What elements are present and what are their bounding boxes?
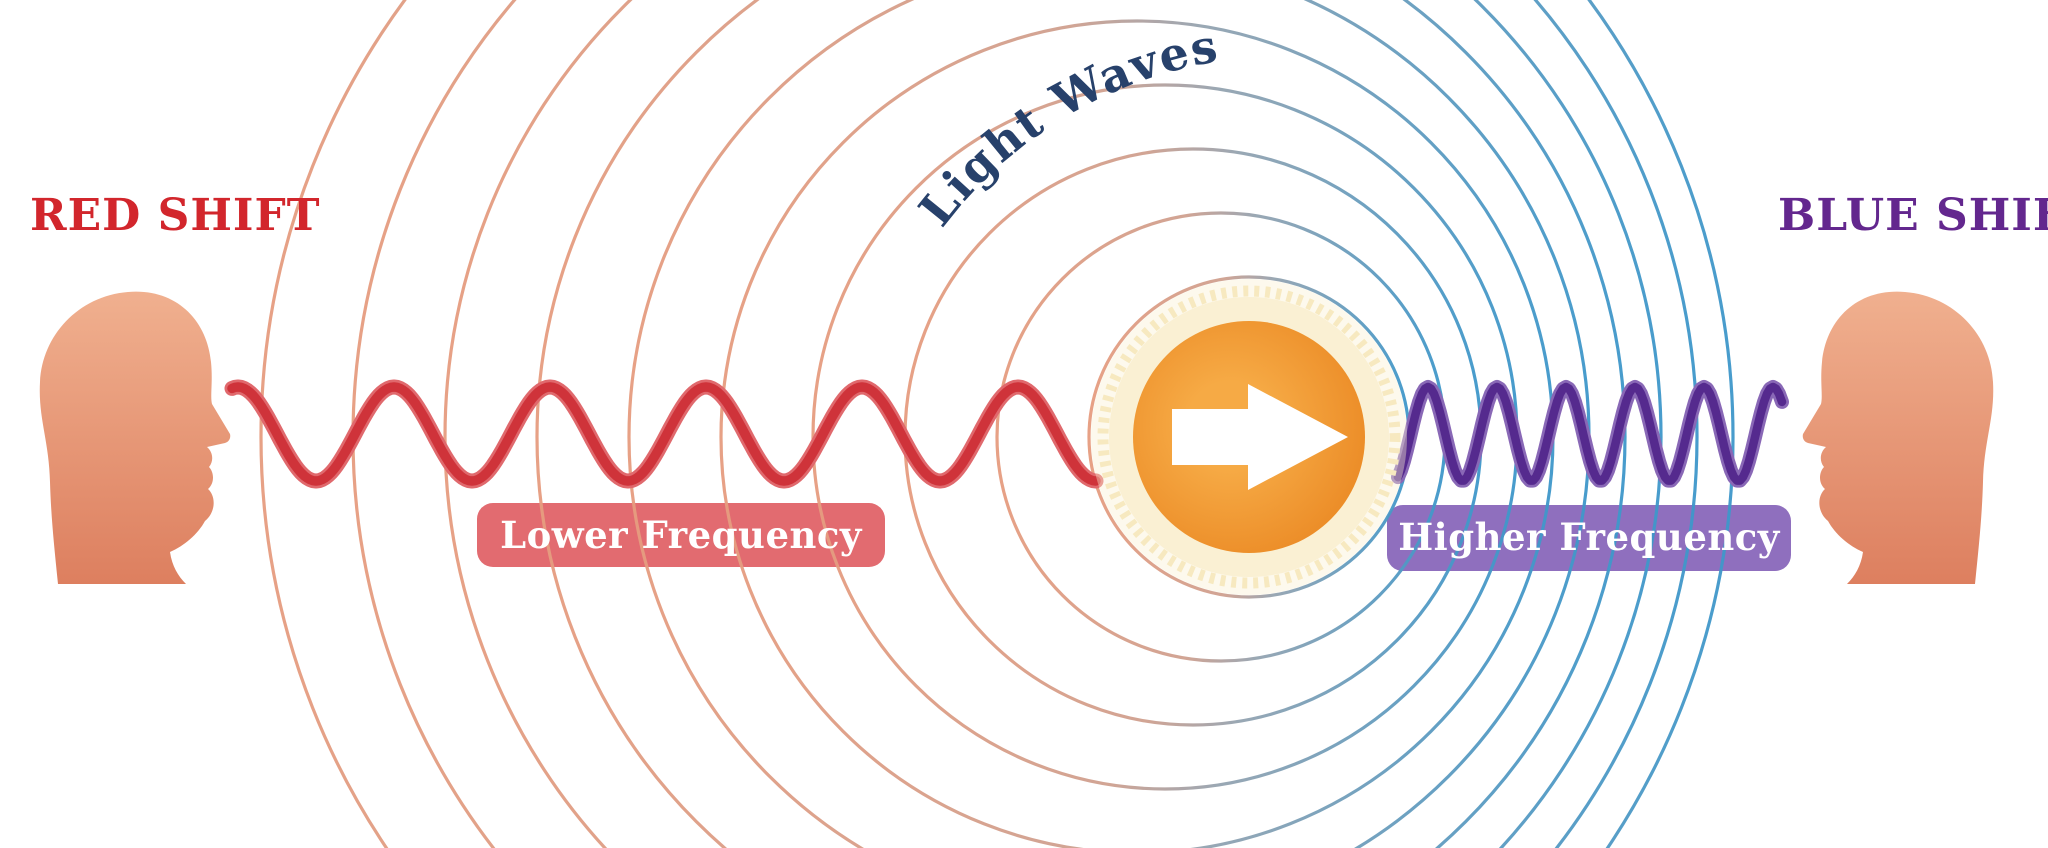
higher-frequency-label: Higher Frequency [1398,515,1780,559]
sun-light-source [1091,279,1407,595]
direction-arrow-icon [1172,384,1348,490]
sun-spike-ring [1097,285,1401,589]
red-wave-core [227,382,1101,486]
blue-shift-title: BLUE SHIFT [1778,190,2048,241]
light-waves-label: Light Waves [908,18,1221,236]
lower-frequency-label: Lower Frequency [500,513,862,557]
wavefront-ring [443,0,1663,848]
wavefront-ring [535,0,1627,848]
red-shift-title: RED SHIFT [30,190,321,241]
purple-wave-core [1393,382,1787,485]
wavefront-ring [259,0,1735,848]
purple-light-wave [1391,380,1789,488]
red-light-wave [224,379,1104,489]
light-waves-caption: Light Waves [908,18,1223,236]
observer-head-left [39,291,231,584]
lower-frequency-badge [477,503,885,567]
observer-head-right [1802,291,1994,584]
higher-frequency-badge [1387,505,1791,571]
